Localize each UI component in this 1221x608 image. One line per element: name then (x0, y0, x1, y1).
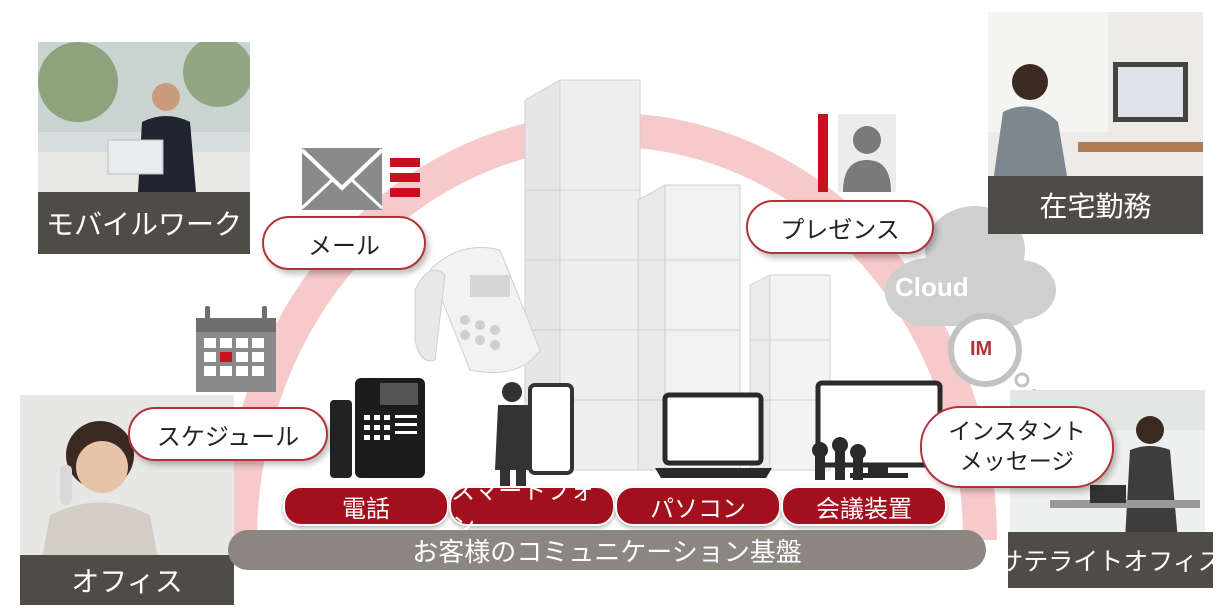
communication-platform-bar: お客様のコミュニケーション基盤 (228, 530, 986, 570)
home-work-label: 在宅勤務 (988, 176, 1203, 234)
presence-user-icon (818, 114, 896, 192)
satellite-office-label: サテライトオフィス (998, 532, 1221, 588)
conference-device-label: 会議装置 (781, 486, 947, 526)
laptop-icon (655, 392, 772, 478)
im-bubble-icon (948, 313, 1037, 395)
cloud-label: Cloud (895, 272, 969, 302)
pc-device-label: パソコン (615, 486, 781, 526)
smartphone-icon (528, 383, 574, 475)
instant-message-label: インスタント メッセージ (920, 406, 1114, 488)
mobile-work-label: モバイルワーク (38, 192, 250, 254)
home-work-photo (988, 12, 1203, 182)
instant-message-line1: インスタント (948, 419, 1086, 445)
schedule-label: スケジュール (128, 407, 328, 461)
desk-phone-large-icon (414, 247, 541, 373)
mail-label: メール (262, 216, 426, 270)
im-label: IM (970, 338, 993, 360)
envelope-icon (300, 148, 420, 210)
desk-phone-icon (330, 378, 425, 478)
smartphone-device-label: スマートフォン (449, 477, 615, 540)
conference-equipment-icon (812, 380, 943, 480)
calendar-icon (196, 306, 276, 392)
mobile-work-photo (38, 42, 250, 192)
office-label: オフィス (20, 555, 234, 605)
instant-message-line2: メッセージ (959, 449, 1075, 475)
phone-device-label: 電話 (283, 486, 449, 526)
office-photo (20, 395, 234, 570)
presence-label: プレゼンス (746, 200, 934, 254)
